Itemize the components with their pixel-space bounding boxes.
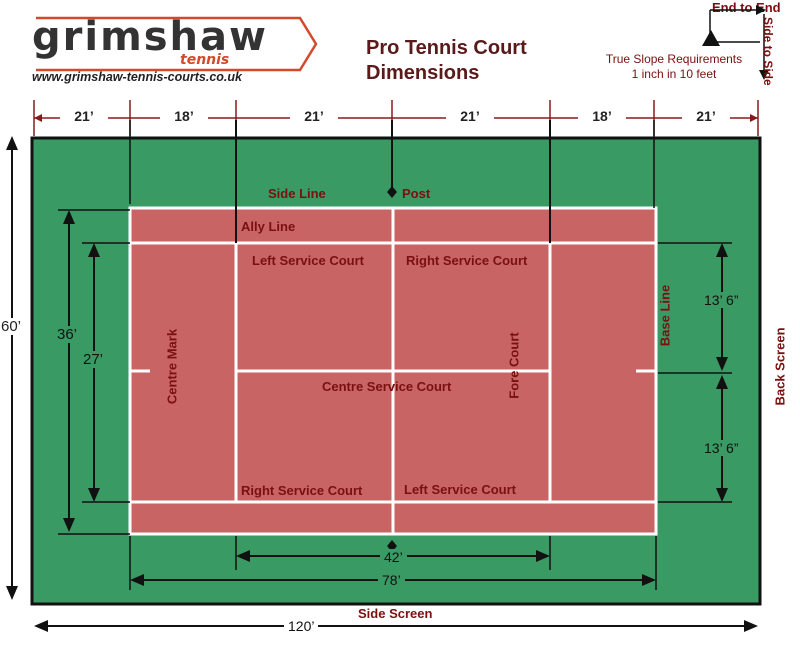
half-width-upper-label: 13’ 6”	[704, 292, 739, 308]
slope-line-2: 1 inch in 10 feet	[631, 67, 717, 81]
height-27-label: 27’	[83, 351, 104, 368]
top-dim-6: 21’	[682, 108, 730, 124]
width-120-arrow	[34, 620, 758, 632]
top-dimension-line	[33, 100, 759, 136]
top-dim-4: 21’	[446, 108, 494, 124]
title-line-1: Pro Tennis Court	[366, 37, 527, 59]
width-78-label: 78’	[378, 572, 405, 588]
height-60-label: 60’	[0, 318, 23, 335]
fore-court-label: Fore Court	[506, 332, 522, 399]
slope-arrows-icon	[702, 5, 769, 80]
slope-line-1: True Slope Requirements	[605, 52, 743, 66]
logo-sub: tennis	[180, 52, 230, 68]
title-line-2: Dimensions	[366, 62, 480, 84]
back-screen-label: Back Screen	[772, 327, 788, 406]
side-screen-label: Side Screen	[358, 606, 433, 621]
top-dim-2: 18’	[160, 108, 208, 124]
side-line-label: Side Line	[268, 186, 326, 201]
height-36-arrow	[58, 209, 130, 535]
right-service-court-bottom-label: Right Service Court	[241, 483, 363, 498]
logo-wordmark: grimshaw	[32, 14, 268, 60]
centre-service-court-label: Centre Service Court	[322, 379, 452, 394]
height-60-arrow	[6, 136, 18, 600]
top-dim-1: 21’	[60, 108, 108, 124]
post-label: Post	[402, 186, 431, 201]
right-service-court-top-label: Right Service Court	[406, 253, 528, 268]
top-dim-5: 18’	[578, 108, 626, 124]
width-42-label: 42’	[380, 549, 407, 565]
top-dim-3: 21’	[290, 108, 338, 124]
centre-mark-label: Centre Mark	[164, 328, 180, 405]
left-service-court-bottom-label: Left Service Court	[404, 482, 516, 497]
width-120-label: 120’	[284, 618, 319, 634]
post-top-icon	[387, 186, 397, 198]
half-width-arrows	[658, 242, 732, 503]
height-27-arrow	[82, 242, 130, 503]
left-service-court-top-label: Left Service Court	[252, 253, 364, 268]
base-line-label: Base Line	[657, 284, 673, 347]
logo-frame	[36, 16, 318, 72]
slope-requirements: True Slope Requirements 1 inch in 10 fee…	[582, 52, 766, 82]
ally-line-label: Ally Line	[241, 219, 296, 234]
logo-url[interactable]: www.grimshaw-tennis-courts.co.uk	[32, 70, 242, 84]
page-title: Pro Tennis Court Dimensions	[366, 36, 527, 86]
half-width-lower-label: 13’ 6”	[704, 440, 739, 456]
height-36-label: 36’	[57, 326, 78, 343]
